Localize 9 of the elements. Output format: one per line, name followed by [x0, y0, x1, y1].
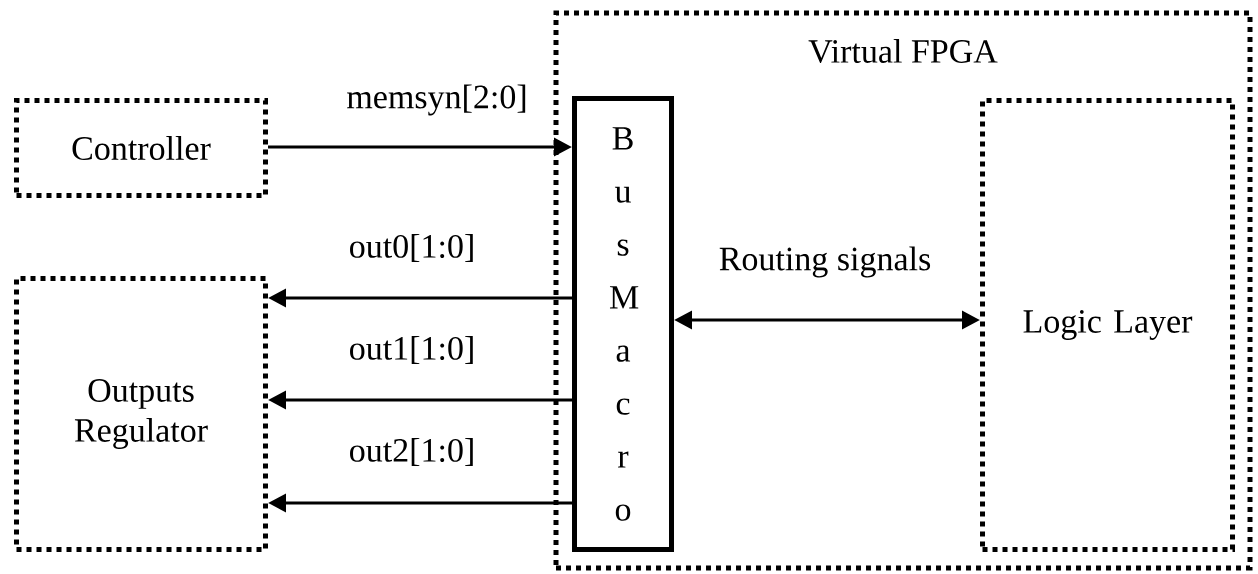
edge-label: out1[1:0]	[350, 335, 473, 365]
dotted-box: Outputs Regulator	[14, 276, 268, 552]
dotted-box: Logic Layer	[980, 98, 1235, 552]
dotted-box: Controller	[14, 98, 268, 198]
edge-label: out2[1:0]	[350, 437, 473, 467]
edge-label: Routing signals	[719, 246, 931, 278]
bus-box: Bus Macro	[572, 96, 674, 552]
edge-label: out0[1:0]	[350, 233, 473, 263]
edge-label: memsyn[2:0]	[347, 84, 526, 116]
